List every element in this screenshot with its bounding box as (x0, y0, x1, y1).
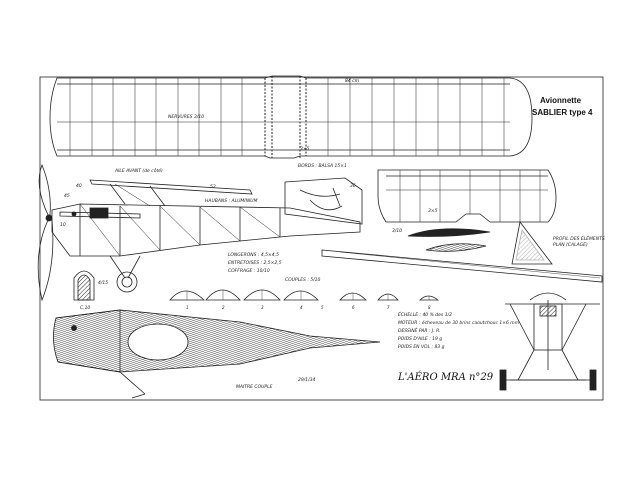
rib-labels: 1 2 3 4 5 6 7 8 (186, 305, 431, 310)
build-notes: ÉCHELLE : 40 % des 1/2 MOTEUR : écheveau… (398, 312, 520, 352)
note-echelle: ÉCHELLE : 40 % des 1/2 (398, 313, 452, 318)
wing-bottom-dim: 3×5 (300, 146, 310, 152)
dim-3-10: 3/10 (392, 228, 402, 234)
fuselage-top-view (53, 309, 381, 399)
sheet-frame (39, 76, 604, 401)
rib-label: 8 (428, 305, 431, 310)
dim-4-15: 4/15 (98, 280, 108, 286)
source-signature: L'AÉRO MRA n°29 (397, 371, 494, 383)
maitre-couple-label: MAITRE COUPLE (236, 384, 273, 390)
fin-plan (511, 221, 553, 265)
rib-profiles (169, 289, 440, 301)
rib-label: 5 (321, 305, 324, 310)
dim-52: 52 (210, 184, 216, 190)
airfoil-section (407, 228, 491, 252)
dim-40: 40 (76, 183, 82, 189)
front-view (499, 292, 600, 391)
rib-label: 3 (261, 305, 264, 310)
top-wing-plan (49, 75, 533, 159)
tail-dim: 3×5 (428, 208, 438, 214)
entretoises-label: ENTRETOISES : 2,5×2,5 (228, 260, 282, 266)
note-moteur: MOTEUR : écheveau de 30 brins caoutchouc… (398, 321, 520, 326)
haubans-label: HAUBANS : ALUMINIUM (205, 198, 258, 204)
title-line2: SABLIER type 4 (532, 108, 593, 117)
coffrage-label: COFFRAGE : 10/10 (228, 268, 270, 274)
side-view (37, 163, 363, 302)
longerons-label: LONGERONS : 4,5×4,5 (228, 252, 279, 258)
profile-label-2: PLAN (CALAGE) (553, 242, 588, 248)
note-poids-aile: POIDS D'AILE : 19 g (398, 337, 443, 342)
aile-avant-label: AILE AVANT (de côté) (114, 167, 163, 174)
dim-10: 10 (60, 222, 66, 228)
rib-label: 6 (352, 305, 355, 310)
date-label: 29/1/34 (298, 377, 315, 383)
rib-label: 2 (222, 305, 225, 310)
couples-label: COUPLES : 5/10 (285, 277, 321, 283)
dim-36: 36 (350, 183, 356, 189)
dim-45: 45 (64, 193, 70, 199)
wheel (116, 271, 138, 293)
rib-label: 4 (300, 305, 303, 310)
long-spar (321, 249, 603, 283)
rib-label: 7 (387, 305, 390, 310)
profile-label: PROFIL DES ÉLÉMENTS (553, 234, 605, 242)
title-line1: Avionnette (540, 96, 582, 105)
bords-label: BORDS : BALSA 15×1 (298, 163, 347, 169)
wheel-label: C.10 (80, 305, 90, 311)
rib-label: 1 (186, 305, 189, 310)
note-poids-vol: POIDS EN VOL : 83 g (398, 345, 445, 350)
nervures-label: NERVURES 3/10 (168, 114, 204, 120)
note-dessin: DESSINÉ PAR : J. R. (398, 329, 441, 334)
nose-frame-detail (73, 270, 95, 301)
wing-span-label: 84 cm (345, 78, 360, 84)
tailplane-plan (377, 169, 557, 223)
propeller (38, 163, 51, 216)
